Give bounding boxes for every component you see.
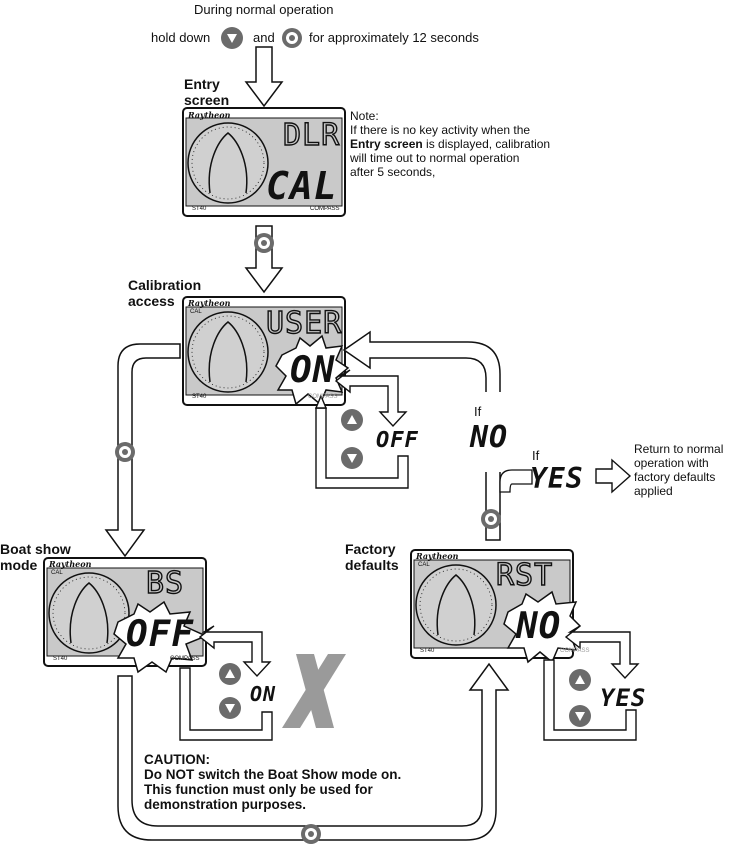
- calibration-big-lcd: ON: [290, 350, 336, 391]
- down-button-icon: [219, 697, 241, 719]
- entry-model: ST40: [192, 206, 207, 212]
- yes-branch-lcd: YES: [530, 462, 584, 495]
- caution-line1: Do NOT switch the Boat Show mode on.: [144, 767, 402, 782]
- arrow-to-entry: [244, 46, 284, 108]
- dot-button-icon: [481, 509, 501, 529]
- arrow-to-calibration: [244, 225, 284, 294]
- calibration-model: ST40: [192, 394, 207, 400]
- factory-big-lcd: NO: [516, 606, 562, 647]
- brand-logo: Raytheon: [188, 298, 231, 308]
- and-text: and: [253, 30, 275, 45]
- down-button-icon: [569, 705, 591, 727]
- starburst: [275, 334, 350, 406]
- boatshow-alt-lcd: ON: [250, 682, 277, 706]
- entry-display: [182, 107, 346, 217]
- factory-label-line1: Factory: [345, 541, 396, 557]
- brand-logo: Raytheon: [188, 110, 231, 120]
- caution-line3: demonstration purposes.: [144, 797, 307, 812]
- caution-title: CAUTION:: [144, 752, 210, 767]
- toggle-return-boatshow: [179, 667, 273, 741]
- header-line: During normal operation: [194, 2, 334, 17]
- entry-label-line1: Entry: [184, 76, 220, 92]
- dot-button-icon: [115, 442, 135, 462]
- calibration-type: COMPASS: [308, 394, 338, 400]
- return-line1: Return to normal: [634, 442, 724, 456]
- if-yes-label: If: [532, 448, 540, 463]
- factory-display: [410, 549, 582, 664]
- caution-line2: This function must only be used for: [144, 782, 373, 797]
- yes-branch-arrow: [499, 469, 533, 493]
- note-title: Note:: [350, 109, 379, 123]
- boatshow-label-line1: Boat show: [0, 541, 71, 557]
- calibration-label-line2: access: [128, 293, 175, 309]
- boatshow-model: ST40: [53, 656, 68, 662]
- return-text: Return to normal operation with factory …: [634, 442, 723, 498]
- toggle-return-factory: [543, 659, 637, 741]
- hold-down-text: hold down: [151, 30, 211, 45]
- return-line2: operation with: [634, 456, 709, 470]
- note-line3: will time out to normal operation: [350, 151, 520, 165]
- note-line4: after 5 seconds,: [350, 165, 436, 179]
- return-to-calibration-path: [342, 330, 501, 541]
- up-button-icon: [341, 409, 363, 431]
- brand-logo: Raytheon: [49, 559, 92, 569]
- toggle-loop-boatshow: [198, 625, 272, 678]
- entry-type: COMPASS: [310, 206, 340, 212]
- entry-top-lcd: DLR: [282, 117, 341, 153]
- entry-big-lcd: CAL: [266, 164, 338, 208]
- note-bold: Entry screen: [350, 137, 423, 151]
- factory-model: ST40: [420, 648, 435, 654]
- down-button-icon: [221, 27, 243, 49]
- boatshow-type: COMPASS: [170, 656, 200, 662]
- factory-top-lcd: RST: [495, 557, 554, 593]
- cross-icon: [282, 654, 346, 728]
- starburst: [113, 600, 208, 674]
- caution: CAUTION: Do NOT switch the Boat Show mod…: [144, 752, 401, 812]
- boatshow-top-lcd: BS: [145, 565, 185, 601]
- note-line2: Entry screen is displayed, calibration: [350, 137, 600, 151]
- entry-label-line2: screen: [184, 92, 230, 108]
- factory-type: COMPASS: [560, 648, 590, 654]
- dot-button-icon: [301, 824, 321, 844]
- boatshow-big-lcd: OFF: [126, 614, 195, 655]
- no-branch-lcd: NO: [470, 420, 509, 455]
- down-button-icon: [341, 447, 363, 469]
- boatshow-cal-tag: CAL: [51, 570, 63, 576]
- path-to-boatshow: [104, 343, 181, 558]
- factory-alt-lcd: YES: [600, 684, 647, 712]
- boatshow-label-line2: mode: [0, 557, 38, 573]
- calibration-cal-tag: CAL: [190, 309, 202, 315]
- calibration-label-line1: Calibration: [128, 277, 202, 293]
- path-to-factory: [117, 662, 510, 841]
- brand-logo: Raytheon: [416, 551, 459, 561]
- duration-text: for approximately 12 seconds: [309, 30, 479, 45]
- note: Note: If there is no key activity when t…: [350, 109, 600, 179]
- calibration-alt-lcd: OFF: [376, 428, 419, 453]
- toggle-loop-calibration: [334, 369, 408, 428]
- return-line3: factory defaults: [634, 470, 716, 484]
- toggle-return-calibration: [315, 407, 409, 489]
- calibration-top-lcd: USER: [265, 305, 343, 341]
- up-button-icon: [219, 663, 241, 685]
- if-no-label: If: [474, 404, 482, 419]
- note-line1: If there is no key activity when the: [350, 123, 531, 137]
- factory-label-line2: defaults: [345, 557, 399, 573]
- dot-button-icon: [254, 233, 274, 253]
- return-arrow: [595, 458, 632, 494]
- up-button-icon: [569, 669, 591, 691]
- note-line2-rest: is displayed, calibration: [422, 137, 551, 151]
- boatshow-display: [43, 557, 208, 674]
- toggle-loop-factory: [564, 625, 640, 680]
- dot-button-icon: [282, 28, 302, 48]
- return-line4: applied: [634, 484, 673, 498]
- calibration-display: [182, 296, 350, 406]
- factory-cal-tag: CAL: [418, 562, 430, 568]
